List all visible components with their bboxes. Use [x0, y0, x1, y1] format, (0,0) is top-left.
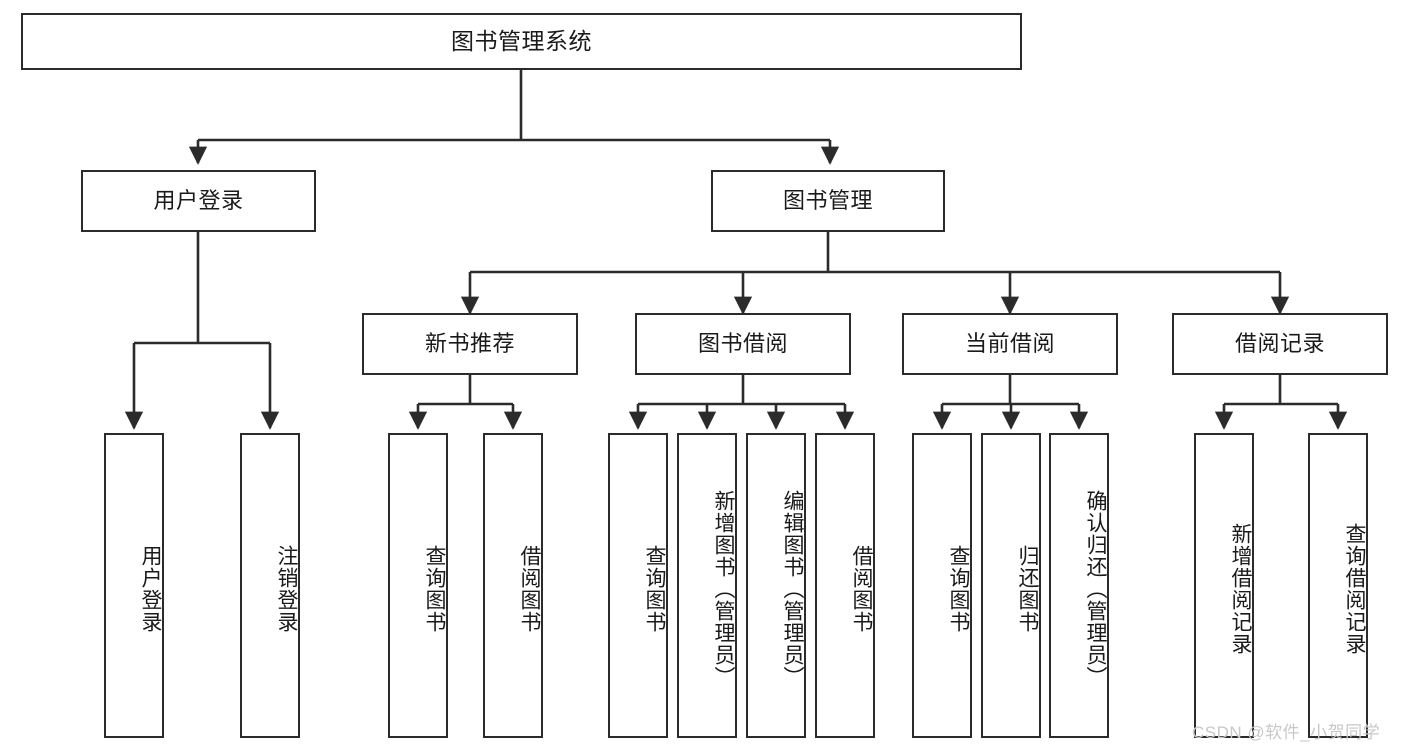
leaf-current-borrow-0[interactable]: 查询图书 [912, 433, 972, 738]
node-book-management[interactable]: 图书管理 [711, 170, 945, 232]
leaf-label: 确认归还（管理员） [1084, 489, 1107, 688]
node-root[interactable]: 图书管理系统 [21, 13, 1022, 70]
node-borrow-record[interactable]: 借阅记录 [1172, 313, 1388, 375]
leaf-user-login-0[interactable]: 用户登录 [104, 433, 164, 738]
leaf-label: 借阅图书 [850, 544, 873, 633]
leaf-book-borrow-1[interactable]: 新增图书（管理员） [677, 433, 737, 738]
leaf-label: 新增借阅记录 [1229, 522, 1252, 655]
leaf-label: 用户登录 [139, 544, 162, 633]
leaf-label: 新增图书（管理员） [712, 489, 735, 688]
leaf-borrow-record-1[interactable]: 查询借阅记录 [1308, 433, 1368, 738]
node-user-login-label: 用户登录 [153, 187, 244, 213]
leaf-label: 归还图书 [1016, 544, 1039, 633]
node-book-management-label: 图书管理 [782, 187, 873, 213]
leaf-new-book-recommend-0[interactable]: 查询图书 [388, 433, 448, 738]
leaf-label: 借阅图书 [518, 544, 541, 633]
leaf-label: 注销登录 [275, 544, 298, 633]
leaf-book-borrow-2[interactable]: 编辑图书（管理员） [746, 433, 806, 738]
node-current-borrow[interactable]: 当前借阅 [902, 313, 1118, 375]
node-book-borrow-label: 图书借阅 [697, 330, 788, 356]
leaf-label: 查询图书 [643, 544, 666, 633]
leaf-label: 编辑图书（管理员） [781, 489, 804, 688]
leaf-book-borrow-0[interactable]: 查询图书 [608, 433, 668, 738]
leaf-borrow-record-0[interactable]: 新增借阅记录 [1194, 433, 1254, 738]
leaf-label: 查询借阅记录 [1343, 522, 1366, 655]
leaf-user-login-1[interactable]: 注销登录 [240, 433, 300, 738]
node-borrow-record-label: 借阅记录 [1234, 330, 1325, 356]
node-user-login[interactable]: 用户登录 [81, 170, 316, 232]
csdn-watermark: CSDN @软件_小贺同学 [1192, 723, 1381, 742]
leaf-new-book-recommend-1[interactable]: 借阅图书 [483, 433, 543, 738]
leaf-label: 查询图书 [423, 544, 446, 633]
leaf-current-borrow-2[interactable]: 确认归还（管理员） [1049, 433, 1109, 738]
leaf-current-borrow-1[interactable]: 归还图书 [981, 433, 1041, 738]
node-new-book-recommend[interactable]: 新书推荐 [362, 313, 578, 375]
leaf-book-borrow-3[interactable]: 借阅图书 [815, 433, 875, 738]
leaf-label: 查询图书 [947, 544, 970, 633]
node-book-borrow[interactable]: 图书借阅 [635, 313, 851, 375]
node-current-borrow-label: 当前借阅 [964, 330, 1055, 356]
node-root-label: 图书管理系统 [451, 27, 592, 54]
node-new-book-recommend-label: 新书推荐 [424, 330, 515, 356]
